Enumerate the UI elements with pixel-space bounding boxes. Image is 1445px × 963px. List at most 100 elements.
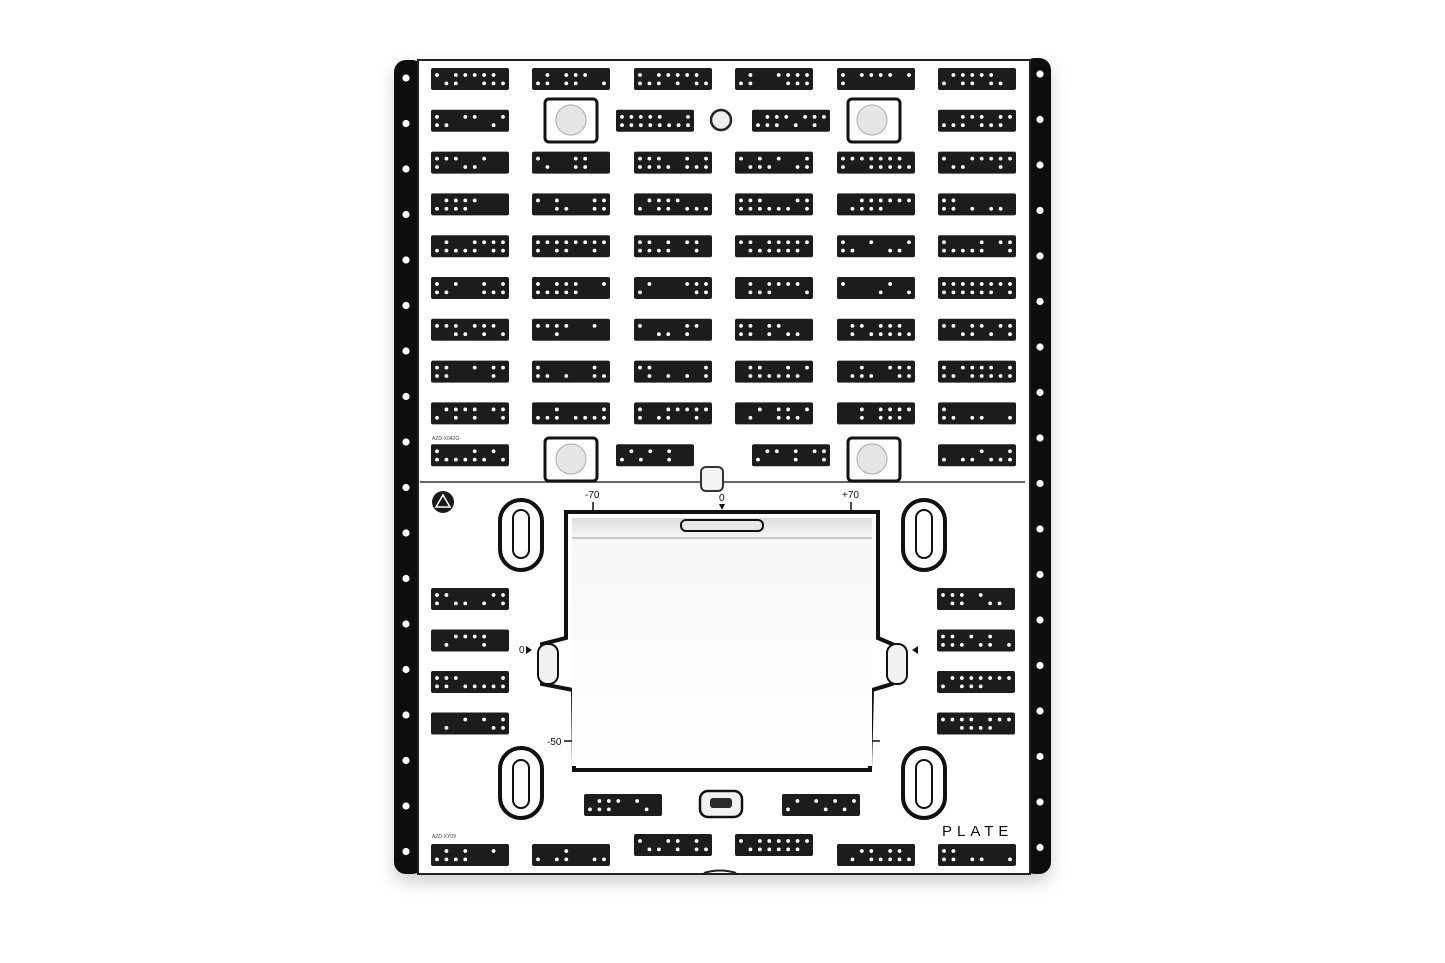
contact-pad <box>837 235 915 258</box>
scale-top-minus70: -70 <box>585 490 600 501</box>
contact-pad <box>431 671 509 693</box>
contact-pad <box>634 277 712 299</box>
contact-pad <box>431 844 509 866</box>
rail-hole <box>1036 388 1044 397</box>
rail-holes <box>402 70 1044 856</box>
contact-pad <box>938 193 1016 216</box>
lower-socket-right <box>846 436 902 483</box>
contact-pad <box>938 109 1016 132</box>
rail-hole <box>1036 570 1044 579</box>
rail-hole <box>402 119 410 128</box>
contact-pad <box>431 712 509 735</box>
contact-pad <box>634 68 712 90</box>
contact-pad <box>532 151 610 174</box>
center-clip <box>700 466 724 492</box>
contact-pad <box>782 794 860 816</box>
pad-grid <box>431 68 1016 866</box>
contact-pad <box>837 68 915 90</box>
rail-hole <box>402 347 410 355</box>
rail-hole <box>402 711 410 719</box>
contact-pad <box>431 193 509 216</box>
contact-pad <box>938 444 1016 467</box>
rail-hole <box>402 301 410 310</box>
contact-pad <box>634 235 712 258</box>
contact-pad <box>431 444 509 467</box>
brand-logo-text: PLATE <box>942 823 1013 840</box>
rail-hole <box>402 665 410 674</box>
rail-hole <box>402 165 410 173</box>
bottom-connector <box>698 789 744 819</box>
side-tab-left <box>537 643 559 685</box>
rail-hole <box>402 620 410 628</box>
contact-pad <box>532 277 610 299</box>
keyhole-slot-top-left <box>498 498 544 572</box>
central-window <box>537 510 908 772</box>
rail-hole <box>402 256 410 264</box>
contact-pad <box>735 834 813 856</box>
lower-socket-left <box>543 436 599 483</box>
contact-pad <box>532 68 610 90</box>
contact-pad <box>634 402 712 425</box>
contact-pad <box>634 360 712 383</box>
contact-pad <box>837 318 915 341</box>
rail-hole <box>1036 661 1044 670</box>
contact-pad <box>735 68 813 90</box>
contact-pad <box>938 402 1016 425</box>
scale-left-zero: 0 <box>519 645 525 656</box>
contact-pad <box>937 588 1015 610</box>
contact-pad <box>837 360 915 383</box>
contact-pad <box>735 235 813 258</box>
contact-pad <box>431 318 509 341</box>
rail-hole <box>402 210 410 219</box>
rail-hole <box>1036 343 1044 351</box>
rail-hole <box>1036 752 1044 761</box>
rail-hole <box>402 756 410 765</box>
scale-top: -70 0 +70 <box>585 490 859 511</box>
scale-left-minus50: -50 <box>547 737 562 748</box>
contact-pad <box>431 277 509 299</box>
part-code-top: AZD-X042G <box>432 436 459 442</box>
upper-socket-right <box>846 97 902 144</box>
contact-pad <box>431 109 509 132</box>
rail-hole <box>1036 161 1044 169</box>
contact-pad <box>634 834 712 856</box>
rail-hole <box>402 392 410 401</box>
contact-pad <box>752 109 830 132</box>
triangle-warning-icon <box>432 491 454 513</box>
contact-pad <box>532 360 610 383</box>
contact-pad <box>735 193 813 216</box>
contact-pad <box>938 151 1016 174</box>
contact-pad <box>735 151 813 174</box>
rail-hole <box>402 74 410 82</box>
window-latch <box>680 519 764 532</box>
rail-hole <box>1036 616 1044 624</box>
contact-pad <box>937 671 1015 693</box>
left-rail <box>394 60 424 874</box>
rail-hole <box>1036 297 1044 306</box>
contact-pad <box>837 193 915 216</box>
rail-hole <box>1036 525 1044 533</box>
contact-pad <box>837 277 915 299</box>
contact-pad <box>752 444 830 467</box>
rail-hole <box>402 847 410 856</box>
contact-pad <box>937 629 1015 652</box>
contact-pad <box>431 588 509 610</box>
contact-pad <box>837 844 915 866</box>
contact-pad <box>634 318 712 341</box>
contact-pad <box>735 277 813 299</box>
contact-pad <box>938 68 1016 90</box>
upper-socket-left <box>543 97 599 144</box>
keyhole-slot-bottom-right <box>901 746 947 820</box>
contact-pad <box>937 712 1015 735</box>
rail-hole <box>1036 843 1044 852</box>
rail-hole <box>402 483 410 492</box>
contact-pad <box>938 360 1016 383</box>
contact-pad <box>938 235 1016 258</box>
contact-pad <box>735 360 813 383</box>
contact-pad <box>616 444 694 467</box>
contact-pad <box>938 277 1016 299</box>
contact-pad <box>532 844 610 866</box>
contact-pad <box>837 402 915 425</box>
contact-pad <box>532 193 610 216</box>
